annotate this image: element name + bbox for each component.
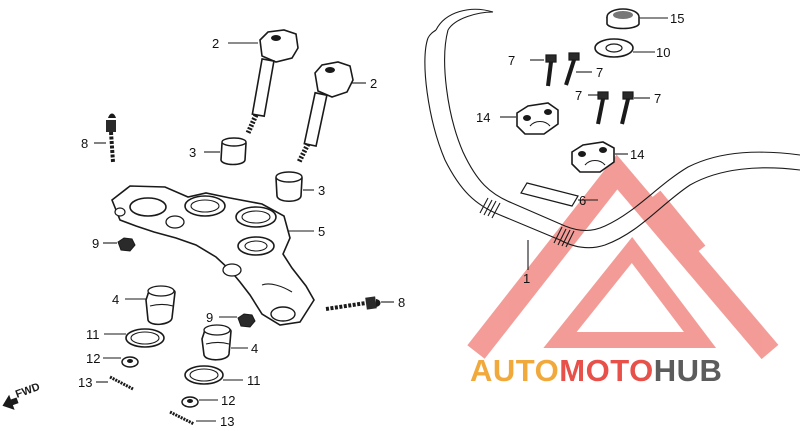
callout-3-left: 3: [189, 145, 196, 160]
bolt-7-a: [530, 54, 557, 87]
callout-2-left: 2: [212, 36, 219, 51]
bolt-8-right: [325, 296, 394, 311]
callout-13-left: 13: [78, 375, 92, 390]
rubber-4-right: [201, 324, 248, 361]
callout-labels: 1 2 2 3 3 4 4 5 6 7 7 7 7 8 8 9 9 10 11 …: [78, 11, 684, 429]
handlebar-knurl-left: [479, 197, 501, 219]
callout-9-right: 9: [206, 310, 213, 325]
nut-9-left: [103, 237, 136, 252]
watermark-word-auto: AUTO: [470, 353, 559, 388]
cap: [606, 8, 668, 30]
callout-8-right: 8: [398, 295, 405, 310]
watermark-text: AUTOMOTOHUB: [470, 353, 722, 388]
callout-7-c: 7: [575, 88, 582, 103]
holder-upper-right: [571, 141, 628, 173]
bushing-3-left: [204, 137, 247, 166]
callout-11-right: 11: [247, 373, 261, 388]
bolt-8-left: [94, 113, 116, 163]
pin-13-left: [96, 375, 134, 391]
callout-1: 1: [523, 271, 530, 286]
callout-13-right: 13: [220, 414, 234, 429]
callout-14-right: 14: [630, 147, 644, 162]
fork-bolt-left: [228, 29, 299, 135]
handlebar: [424, 8, 800, 270]
washer: [594, 38, 655, 58]
callout-6: 6: [579, 193, 586, 208]
top-bridge: [111, 185, 315, 326]
callout-4-left: 4: [112, 292, 119, 307]
fwd-arrow: FWD: [2, 381, 42, 410]
bolt-7-b: [564, 52, 592, 86]
watermark-word-moto: MOTO: [559, 353, 653, 388]
callout-9-left: 9: [92, 236, 99, 251]
holder-upper-left: [500, 102, 559, 135]
washer-11-right: [184, 365, 243, 385]
watermark-logo: [467, 154, 779, 360]
callout-10: 10: [656, 45, 670, 60]
label-plate: [520, 182, 598, 207]
svg-text:AUTOMOTOHUB: AUTOMOTOHUB: [470, 353, 722, 388]
callout-5: 5: [318, 224, 325, 239]
watermark-word-hub: HUB: [654, 353, 723, 388]
pin-13-right: [169, 410, 216, 426]
bolt-7-c: [588, 91, 609, 125]
fwd-label: FWD: [14, 381, 42, 401]
watermark-triangle-outer: [467, 154, 779, 360]
rubber-4-left: [125, 285, 176, 326]
callout-7-d: 7: [654, 91, 661, 106]
callout-4-right: 4: [251, 341, 258, 356]
nut-12-left: [103, 356, 139, 368]
watermark-triangle-inner: [543, 236, 717, 348]
callout-7-b: 7: [596, 65, 603, 80]
fork-bolt-right: [296, 61, 366, 164]
callout-7-a: 7: [508, 53, 515, 68]
callout-11-left: 11: [86, 327, 100, 342]
washer-11-left: [104, 328, 165, 348]
callout-15: 15: [670, 11, 684, 26]
nut-12-right: [181, 396, 218, 408]
bushing-3-right: [275, 171, 314, 203]
callout-2-right: 2: [370, 76, 377, 91]
callout-3-right: 3: [318, 183, 325, 198]
bolt-7-d: [620, 91, 650, 125]
callout-14-left: 14: [476, 110, 490, 125]
nut-9-right: [219, 313, 256, 328]
callout-8-left: 8: [81, 136, 88, 151]
callout-12-left: 12: [86, 351, 100, 366]
callout-12-right: 12: [221, 393, 235, 408]
handlebar-knurl-right: [553, 226, 575, 248]
